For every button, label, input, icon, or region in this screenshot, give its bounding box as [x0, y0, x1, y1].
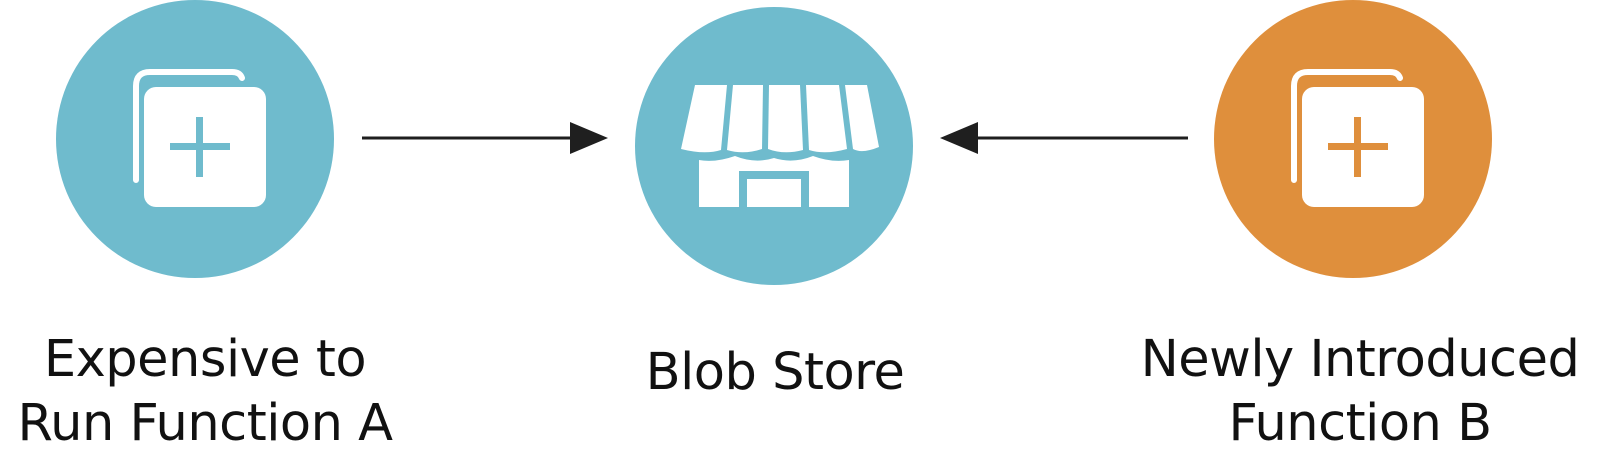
function-a-label: Expensive to Run Function A [0, 328, 410, 456]
function-b-label: Newly Introduced Function B [1120, 328, 1600, 456]
blob-store-circle [635, 7, 913, 285]
function-b-node [1214, 0, 1492, 278]
function-a-label-line-2: Run Function A [17, 394, 393, 453]
function-a-circle [56, 0, 334, 278]
arrow-b-to-store [940, 122, 1188, 154]
blob-store-label: Blob Store [612, 341, 938, 405]
function-b-label-line-2: Function B [1228, 394, 1492, 453]
copy-plus-icon [133, 69, 266, 207]
function-b-circle [1214, 0, 1492, 278]
storefront-icon [681, 85, 879, 207]
blob-store-label-line-1: Blob Store [645, 343, 905, 402]
function-b-label-line-1: Newly Introduced [1140, 330, 1580, 389]
blob-store-node [635, 7, 913, 285]
function-a-node [56, 0, 334, 278]
arrow-a-to-store [362, 122, 608, 154]
function-a-label-line-1: Expensive to [43, 330, 367, 389]
copy-plus-icon [1291, 69, 1424, 207]
